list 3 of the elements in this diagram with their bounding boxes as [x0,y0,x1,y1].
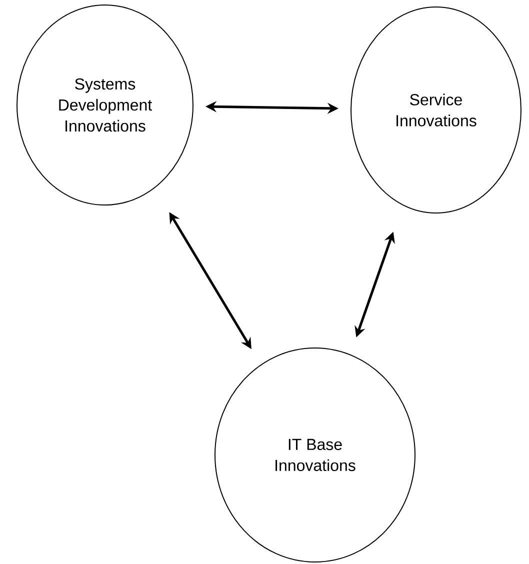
ellipse-node: Systems Development Innovations [16,4,194,206]
ellipse-node: Service Innovations [350,6,522,214]
ellipse-node: IT Base Innovations [214,348,416,562]
